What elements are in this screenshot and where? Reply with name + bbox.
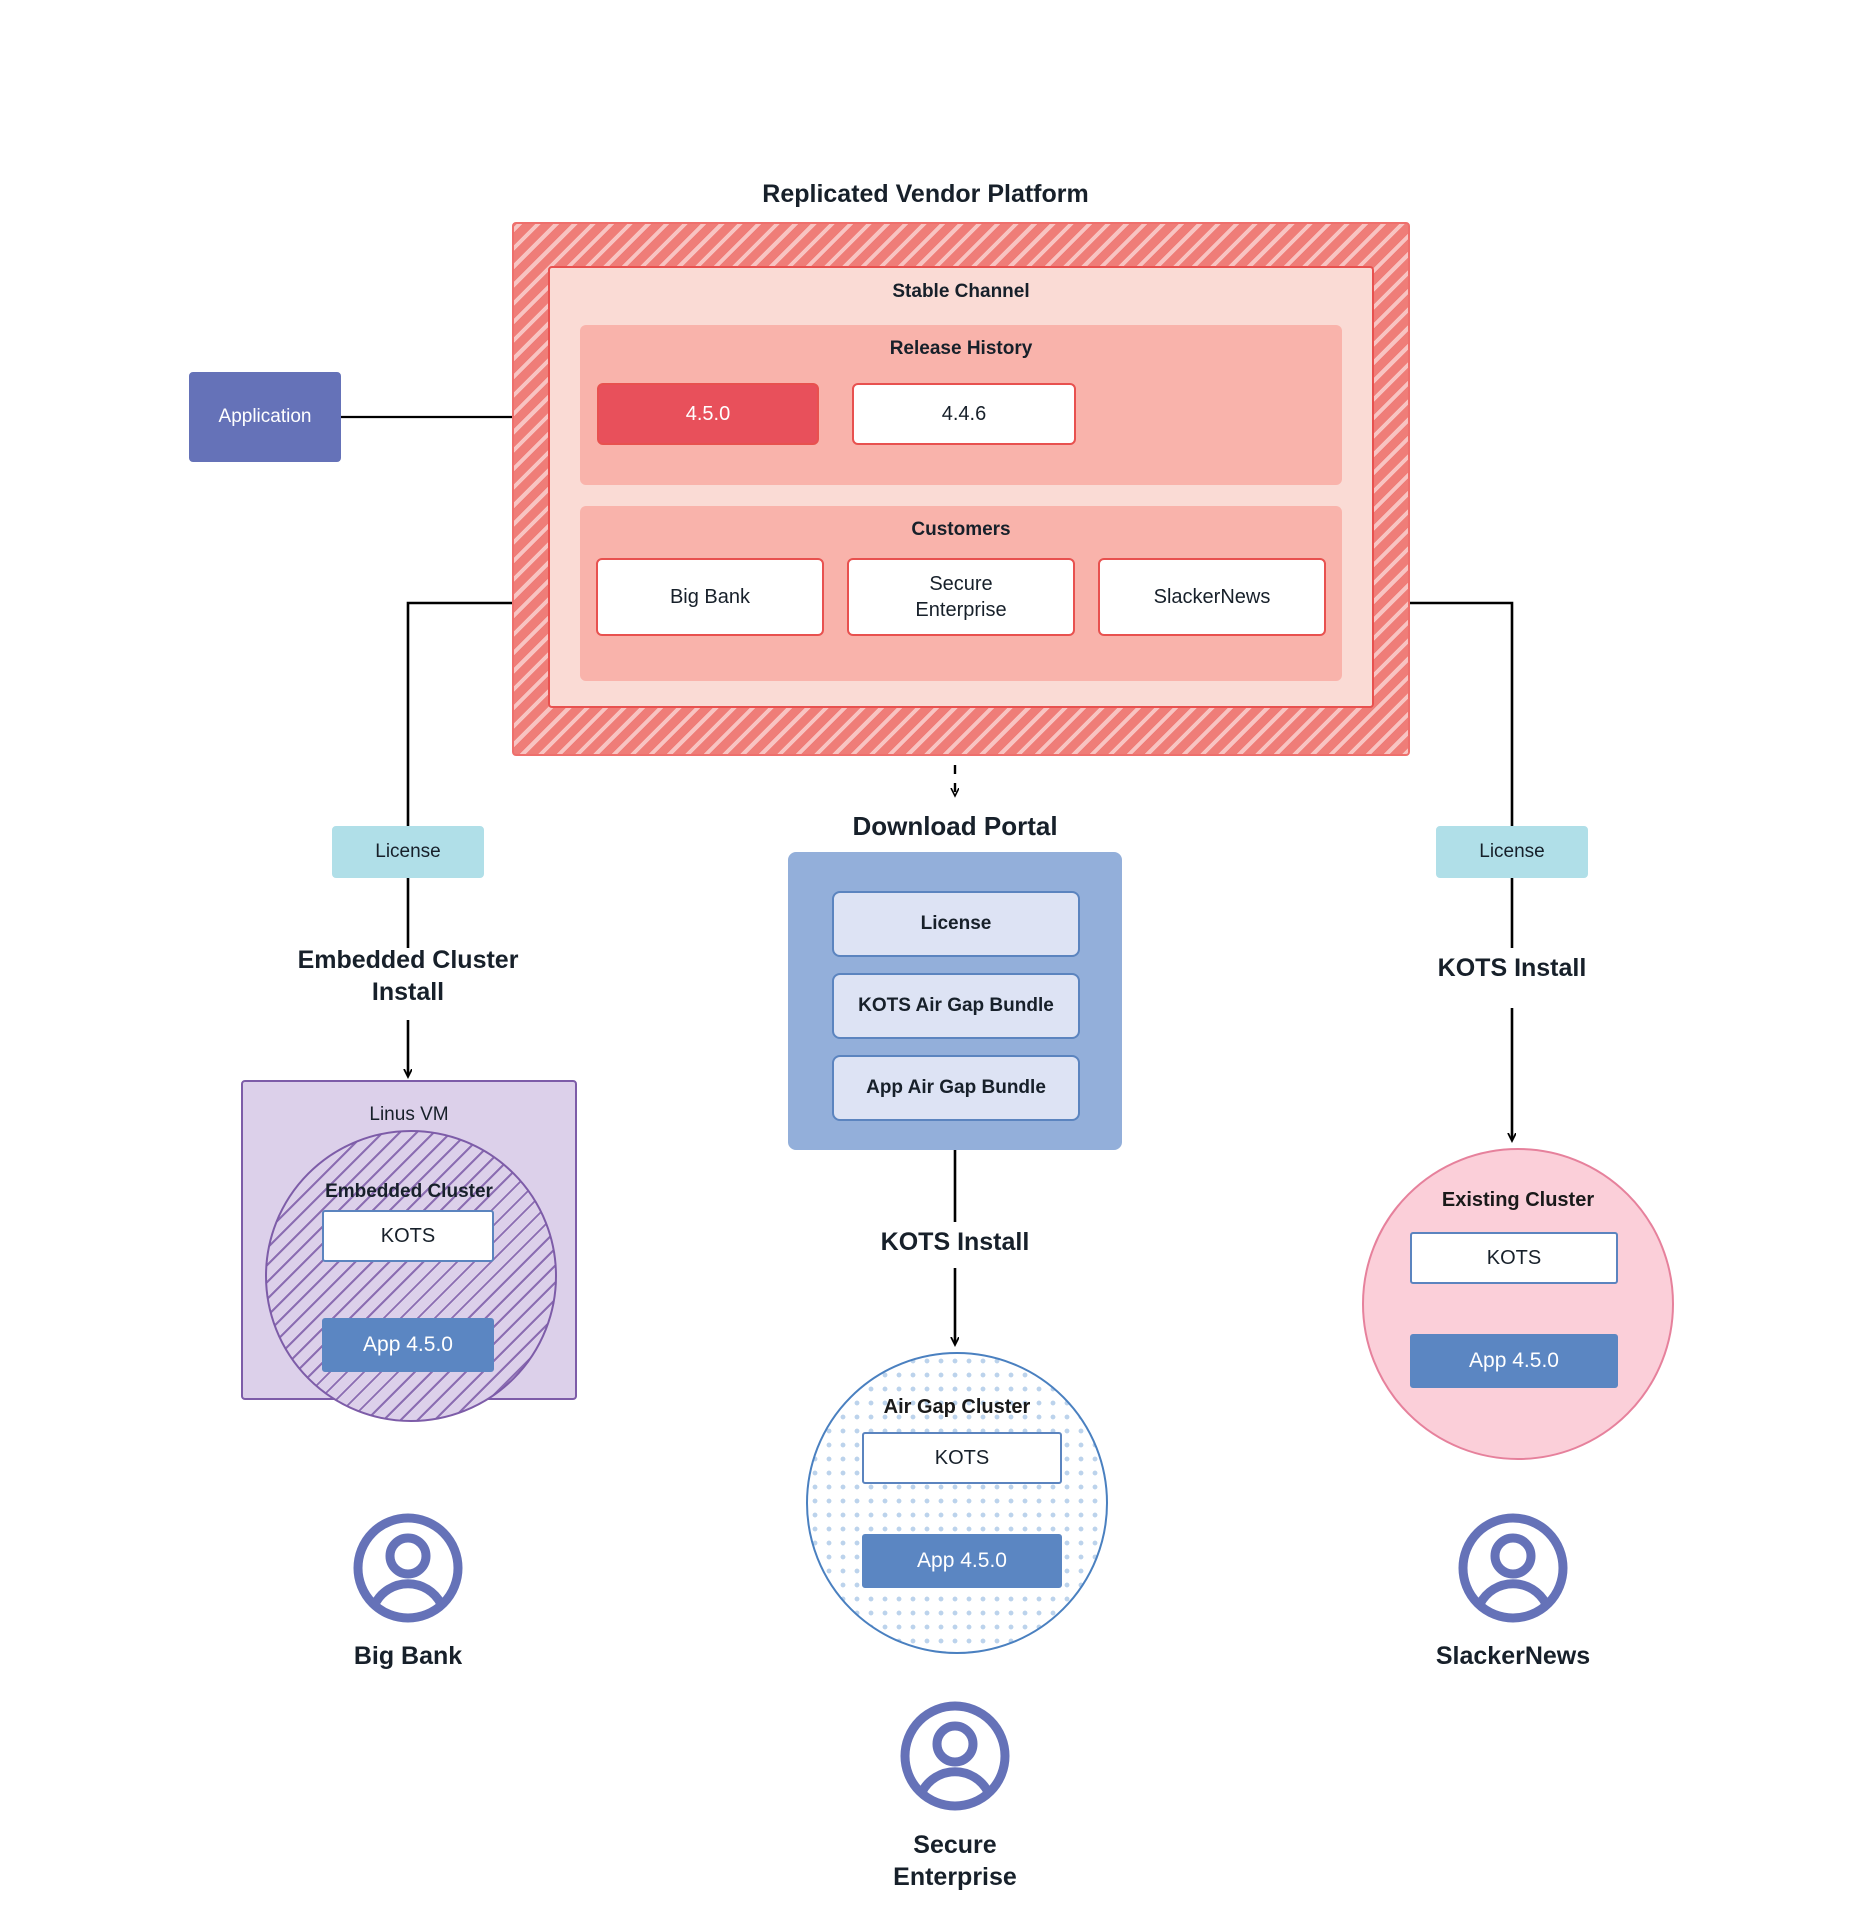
release-chip-previous[interactable]: 4.4.6	[852, 383, 1076, 445]
persona-label-slackernews: SlackerNews	[1435, 1642, 1591, 1670]
portal-item-kots-air-gap-bundle[interactable]: KOTS Air Gap Bundle	[832, 973, 1080, 1039]
license-chip-left[interactable]: License	[332, 826, 484, 878]
download-portal-title: Download Portal	[852, 811, 1058, 841]
embedded-cluster-title: Embedded Cluster	[325, 1181, 493, 1202]
customers-container: Customers Big Bank Secure Enterprise Sla…	[580, 506, 1342, 681]
license-chip-right[interactable]: License	[1436, 826, 1588, 878]
customer-chip-slackernews[interactable]: SlackerNews	[1098, 558, 1326, 636]
embedded-cluster-circle	[265, 1130, 557, 1422]
existing-app-chip[interactable]: App 4.5.0	[1410, 1334, 1618, 1388]
customers-title: Customers	[911, 519, 1011, 540]
edge-label-kots-install-right: KOTS Install	[1437, 954, 1587, 982]
persona-label-secure-enterprise: Secure Enterprise	[893, 1831, 1017, 1891]
existing-cluster-circle	[1362, 1148, 1674, 1460]
airgap-kots-chip[interactable]: KOTS	[862, 1432, 1062, 1484]
user-avatar-icon	[1457, 1512, 1569, 1624]
edge-label-embedded-install: Embedded Cluster Install	[297, 946, 519, 1006]
customer-chip-big-bank[interactable]: Big Bank	[596, 558, 824, 636]
existing-kots-chip[interactable]: KOTS	[1410, 1232, 1618, 1284]
application-node[interactable]: Application	[189, 372, 341, 462]
air-gap-cluster-title: Air Gap Cluster	[883, 1396, 1031, 1418]
user-avatar-icon	[352, 1512, 464, 1624]
customer-chip-secure-enterprise[interactable]: Secure Enterprise	[847, 558, 1075, 636]
release-history-title: Release History	[889, 338, 1033, 359]
portal-item-app-air-gap-bundle[interactable]: App Air Gap Bundle	[832, 1055, 1080, 1121]
portal-item-license[interactable]: License	[832, 891, 1080, 957]
user-avatar-icon	[899, 1700, 1011, 1812]
release-chip-current[interactable]: 4.5.0	[597, 383, 819, 445]
air-gap-cluster-circle	[806, 1352, 1108, 1654]
stable-channel-title: Stable Channel	[892, 281, 1030, 302]
release-history-container: Release History 4.5.0 4.4.6	[580, 325, 1342, 485]
vm-kots-chip[interactable]: KOTS	[322, 1210, 494, 1262]
page-title: Replicated Vendor Platform	[762, 180, 1089, 208]
edge-label-kots-install-center: KOTS Install	[880, 1228, 1030, 1256]
existing-cluster-title: Existing Cluster	[1441, 1189, 1595, 1211]
vm-app-chip[interactable]: App 4.5.0	[322, 1318, 494, 1372]
linux-vm-title: Linus VM	[369, 1104, 449, 1125]
download-portal-container: License KOTS Air Gap Bundle App Air Gap …	[788, 852, 1122, 1150]
persona-label-big-bank: Big Bank	[353, 1642, 463, 1670]
airgap-app-chip[interactable]: App 4.5.0	[862, 1534, 1062, 1588]
